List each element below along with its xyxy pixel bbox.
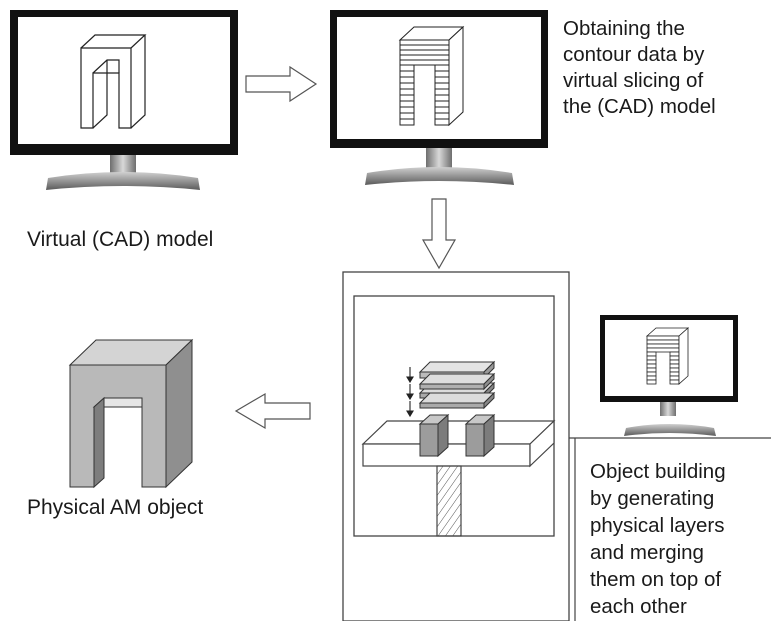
layer-arrows: [406, 367, 414, 418]
built-layers: [418, 413, 496, 458]
arrow-left-icon: [234, 392, 311, 430]
physical-object-caption: Physical AM object: [27, 496, 204, 519]
am-machine-icon: [342, 271, 570, 621]
physical-object-icon: [68, 338, 194, 489]
cad-model-icon: [80, 34, 147, 129]
desk: [569, 437, 771, 621]
slicing-caption: Obtaining the contour data by virtual sl…: [563, 17, 716, 118]
sliced-model-small-icon: [645, 327, 690, 385]
monitor-cad-model: [10, 10, 238, 190]
monitor-control: [600, 315, 738, 436]
arrow-down-icon: [421, 198, 457, 270]
building-caption: Object building by generating physical l…: [590, 460, 726, 618]
arrow-right-icon: [245, 65, 318, 103]
virtual-model-caption: Virtual (CAD) model: [27, 228, 214, 251]
monitor-sliced-model: [330, 10, 548, 185]
sliced-model-icon: [398, 25, 465, 127]
new-layers: [418, 360, 496, 410]
